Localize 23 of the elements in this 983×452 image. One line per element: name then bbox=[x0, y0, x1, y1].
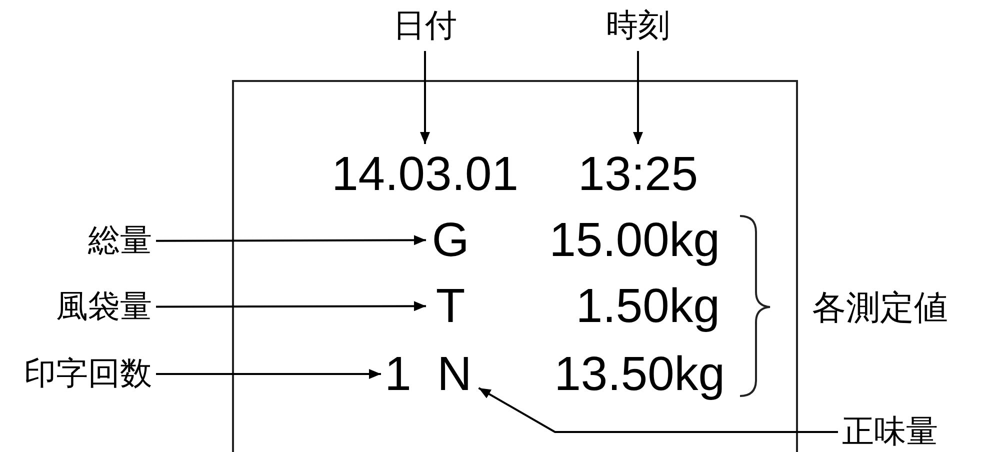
printed-value: T bbox=[428, 278, 473, 334]
printed-value: G bbox=[428, 212, 473, 268]
callout-label: 風袋量 bbox=[46, 287, 152, 327]
printed-value: 1 bbox=[383, 346, 413, 402]
printed-value: 1.50kg bbox=[520, 278, 720, 334]
printed-value: 14.03.01 bbox=[315, 146, 535, 202]
arrow bbox=[478, 387, 838, 433]
callout-label: 時刻 bbox=[598, 5, 678, 47]
arrow bbox=[420, 51, 430, 144]
callout-label: 日付 bbox=[385, 5, 465, 47]
callout-label: 総量 bbox=[78, 221, 152, 261]
printed-value: 13.50kg bbox=[500, 346, 725, 402]
receipt-paper bbox=[232, 80, 798, 452]
arrow bbox=[156, 235, 426, 246]
printed-value: 13:25 bbox=[563, 146, 713, 202]
group-label: 各測定値 bbox=[812, 287, 948, 329]
arrow bbox=[633, 51, 643, 144]
printed-value: N bbox=[432, 346, 477, 402]
printed-value: 15.00kg bbox=[490, 212, 720, 268]
callout-label: 正味量 bbox=[842, 412, 952, 452]
callout-label: 印字回数 bbox=[8, 354, 152, 394]
arrow bbox=[156, 301, 426, 312]
arrow bbox=[156, 369, 381, 379]
